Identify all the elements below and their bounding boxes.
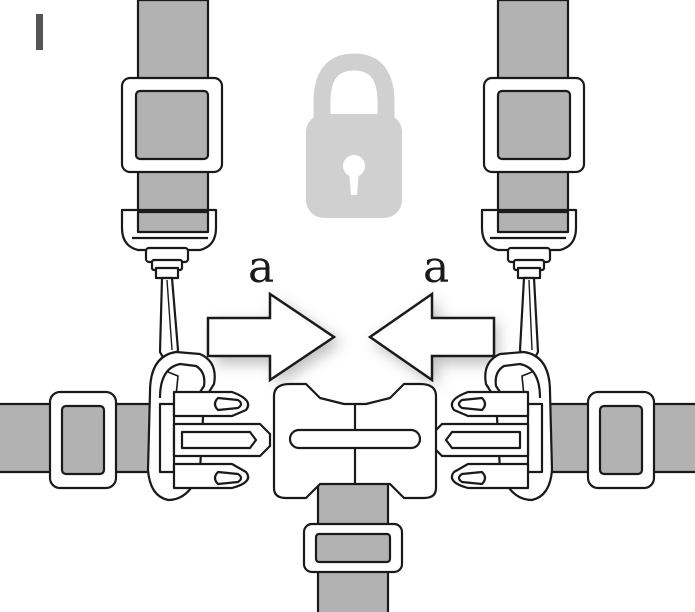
left-shoulder-strap (120, 0, 224, 372)
crotch-strap (302, 468, 404, 612)
left-waist-strap (0, 390, 160, 490)
left-arrow-label: a (248, 242, 274, 293)
center-buckle (272, 382, 438, 500)
right-shoulder-strap (480, 0, 586, 372)
left-buckle-tongue (146, 350, 272, 502)
step-marker (36, 14, 43, 50)
right-buckle-tongue (430, 350, 554, 502)
padlock-icon (306, 53, 402, 218)
left-push-arrow (206, 291, 342, 386)
right-push-arrow (367, 291, 498, 386)
right-waist-strap (540, 390, 695, 490)
right-arrow-label: a (423, 242, 449, 293)
